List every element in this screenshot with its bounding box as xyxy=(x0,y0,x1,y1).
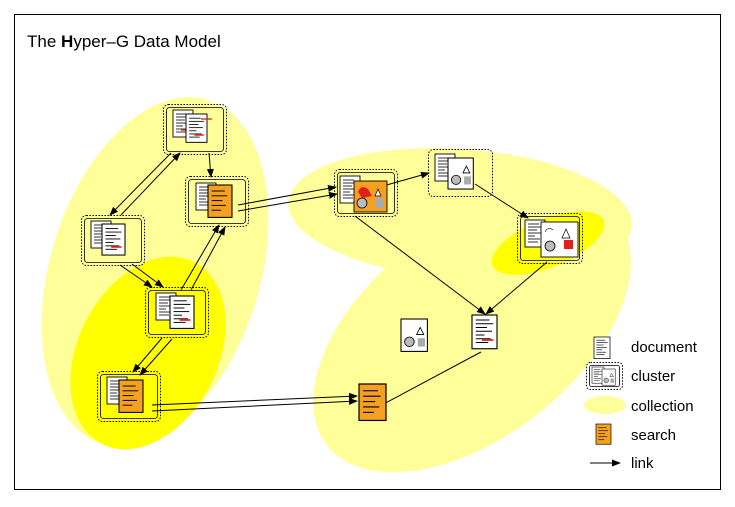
text-document-icon xyxy=(102,224,125,255)
text-document-icon xyxy=(593,336,611,359)
diagram-title: The Hyper–G Data Model xyxy=(27,32,221,51)
cluster[interactable] xyxy=(81,215,145,266)
link xyxy=(109,152,172,216)
link xyxy=(474,183,529,219)
nodes-layer xyxy=(81,104,583,422)
cluster[interactable] xyxy=(185,176,249,227)
cluster[interactable] xyxy=(163,104,227,155)
text-document-icon[interactable] xyxy=(472,315,497,349)
text-document-icon xyxy=(186,114,207,142)
link xyxy=(139,338,173,376)
legend-label-collection: collection xyxy=(631,398,694,415)
legend-item-collection: collection xyxy=(584,396,694,415)
link xyxy=(151,392,358,406)
legend-item-link: link xyxy=(590,455,654,472)
link xyxy=(485,261,548,315)
cluster-icon xyxy=(586,362,623,390)
link xyxy=(190,226,226,291)
text-document-icon xyxy=(170,296,194,328)
link xyxy=(180,224,220,291)
cluster[interactable] xyxy=(145,287,209,338)
search-document-icon xyxy=(595,423,612,445)
legend-label-link: link xyxy=(631,455,654,472)
image-document-icon xyxy=(540,221,579,258)
link xyxy=(237,191,338,212)
cluster[interactable] xyxy=(334,169,398,217)
link xyxy=(120,152,181,216)
legend-item-document: document xyxy=(593,336,698,359)
link xyxy=(119,264,153,288)
collection-icon xyxy=(584,396,626,414)
link xyxy=(206,152,214,178)
legend: document cluster collection search link xyxy=(584,336,698,472)
link xyxy=(151,397,358,412)
search-document-icon xyxy=(207,184,233,218)
cluster[interactable] xyxy=(97,371,161,422)
search-document-icon[interactable] xyxy=(358,383,387,422)
link xyxy=(132,337,163,373)
legend-label-search: search xyxy=(631,427,676,444)
link xyxy=(237,185,337,206)
legend-label-document: document xyxy=(631,339,698,356)
link xyxy=(382,171,430,187)
legend-label-cluster: cluster xyxy=(631,368,675,385)
cluster[interactable] xyxy=(517,213,583,264)
legend-item-search: search xyxy=(595,423,676,445)
image-document-icon[interactable] xyxy=(400,318,428,352)
cluster[interactable] xyxy=(428,149,493,197)
links-layer xyxy=(109,152,548,412)
link xyxy=(131,263,164,288)
link xyxy=(377,351,482,408)
link xyxy=(354,215,486,315)
image-document-icon xyxy=(447,157,474,190)
image-document-icon xyxy=(353,180,388,213)
search-document-icon xyxy=(118,379,144,413)
legend-item-cluster: cluster xyxy=(586,362,675,390)
